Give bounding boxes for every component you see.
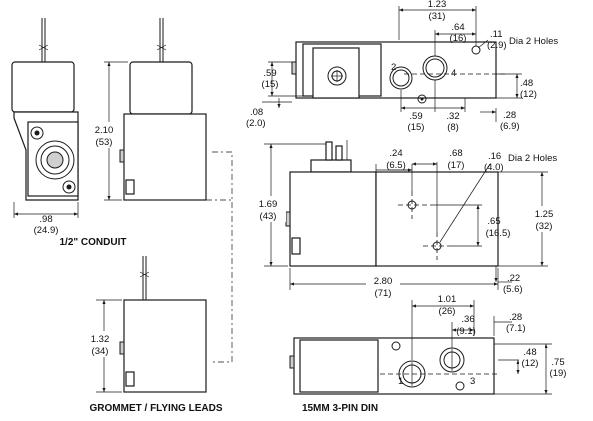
grommet-leads [139,256,150,300]
front-bottom-mm: (5.6) [503,284,523,295]
top-bottom-offset-mm: (2.0) [246,118,266,129]
top-connector-icon [327,66,347,86]
top-port-spacing-in: .64 [451,22,464,33]
din-inner-mm: (9.1) [456,326,476,337]
din-nub [289,355,295,369]
front-x2-in: .68 [449,148,462,159]
front-body-height-in: 1.25 [535,209,554,220]
front-body-height-mm: (32) [536,221,553,232]
conduit-wire [38,18,49,62]
front-hole-dia-in: .16 [488,151,501,162]
top-lower-a-in: .59 [409,111,422,122]
front-x1-mm: (6.5) [386,160,406,171]
conduit-front-clip [125,179,135,195]
conduit-width-in: .98 [39,214,52,225]
front-x1-in: .24 [389,148,402,159]
conduit-coil [11,61,75,113]
conduit-side-view: .98 (24.9) 1/2" CONDUIT [11,18,127,248]
top-right-height-mm: (12) [520,89,537,100]
front-upper-hole-icon [398,191,430,219]
front-x2-mm: (17) [448,160,465,171]
top-hole-dia-in: .11 [490,29,503,40]
top-port-label-4: 4 [451,68,456,79]
din-h2-mm: (19) [550,368,567,379]
grommet-height-in: 1.32 [91,334,110,345]
din-inner-in: .36 [461,314,474,325]
grommet-body [123,299,207,393]
top-port-spacing-mm: (16) [450,33,467,44]
conduit-caption: 1/2" CONDUIT [60,237,127,248]
din-port-3-icon [439,347,465,373]
top-port-label-2: 2 [391,62,396,73]
conduit-height-in: 2.10 [95,125,114,136]
din-view: 1 3 1.01 (26) .28 (7.1) .36 (9.1) .48 (1… [289,294,569,414]
top-nub [291,61,297,75]
front-hole-vspace-in: .65 [487,216,500,227]
grommet-nub [119,341,125,355]
din-port-label-1: 1 [398,376,403,387]
top-left-height-mm: (15) [262,79,279,90]
top-port-2-icon [389,66,413,90]
top-overall-mm: (31) [429,11,446,22]
grommet-caption: GROMMET / FLYING LEADS [90,403,223,414]
front-view: 1.69 (43) .24 (6.5) .68 (17) .16 (4.0) D… [254,140,561,300]
front-hole-dia-mm: (4.0) [484,162,504,173]
conduit-front-body [123,113,207,201]
din-h1-in: .48 [523,347,536,358]
front-din-connector [310,140,352,173]
top-edge-in: .28 [503,110,516,121]
conduit-screw-top-icon [30,126,44,140]
din-h1-mm: (12) [522,358,539,369]
view-link-line [210,151,233,363]
top-overall-in: 1.23 [428,0,447,10]
grommet-view: 1.32 (34) GROMMET / FLYING LEADS [86,256,223,414]
conduit-front-nub [119,149,125,163]
front-height-in: 1.69 [259,199,278,210]
front-lower-hole-icon [423,232,451,260]
top-hole-note: Dia 2 Holes [509,36,558,47]
conduit-front-wire [156,18,167,62]
front-nub [285,211,291,227]
din-mount-hole-upper-icon [391,341,401,351]
top-left-height-in: .59 [263,68,276,79]
conduit-front-coil [129,61,193,115]
top-lower-a-mm: (15) [408,122,425,133]
front-hole-vspace-mm: (16.5) [486,228,511,239]
top-view: 2 4 1.23 (31) .64 (16) .11 (2.9) Dia 2 H… [246,0,558,133]
top-mount-hole-lower-icon [417,94,427,104]
din-span-in: 1.01 [438,294,457,305]
din-port-1-icon [398,360,426,388]
front-coil-section [289,171,377,267]
din-right-in: .28 [509,312,522,323]
din-port-label-3: 3 [470,376,475,387]
din-h2-in: .75 [551,357,564,368]
front-length-mm: (71) [375,288,392,299]
top-lower-b-in: .32 [446,111,459,122]
conduit-width-mm: (24.9) [34,225,59,236]
conduit-connector-icon [35,140,75,180]
grommet-height-mm: (34) [92,346,109,357]
top-edge-mm: (6.9) [500,121,520,132]
top-hole-dia-mm: (2.9) [487,40,507,51]
din-caption: 15MM 3-PIN DIN [302,403,378,414]
din-span-mm: (26) [439,306,456,317]
front-bottom-in: .22 [507,273,520,284]
top-bottom-offset-in: .08 [250,107,263,118]
front-height-mm: (43) [260,211,277,222]
front-length-in: 2.80 [374,276,393,287]
conduit-screw-bottom-icon [62,180,76,194]
front-hole-note: Dia 2 Holes [508,153,557,164]
front-clip [291,237,301,255]
top-lower-b-mm: (8) [447,122,459,133]
conduit-height-mm: (53) [96,137,113,148]
din-mount-hole-lower-icon [455,381,465,391]
din-right-mm: (7.1) [506,323,526,334]
top-connector-block [312,47,360,99]
grommet-clip [125,371,135,387]
conduit-front-view: 2.10 (53) [90,18,207,201]
din-coil-housing [299,339,379,393]
top-right-height-in: .48 [520,78,533,89]
